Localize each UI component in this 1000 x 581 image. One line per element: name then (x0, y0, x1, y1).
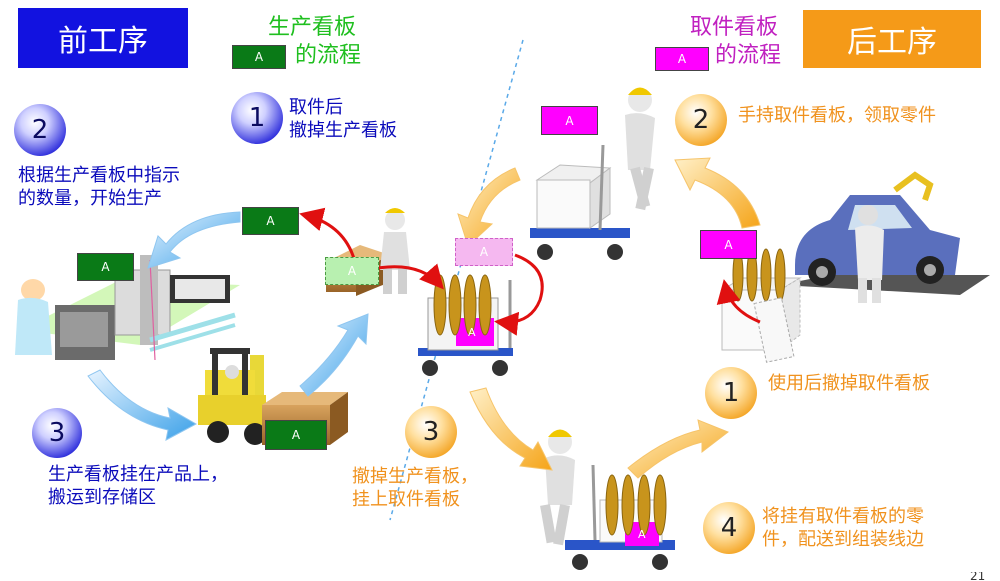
left-step-number: 1 (248, 103, 266, 133)
red-arrow-to-green-card (299, 207, 357, 263)
right-step-number: 2 (692, 105, 710, 135)
right-step-number: 1 (722, 378, 740, 408)
legend-right-line2: 的流程 (715, 43, 782, 68)
green-kanban-card-forklift: A (265, 420, 327, 450)
header-left-label: 前工序 (58, 24, 148, 59)
header-left-box: 前工序 (18, 8, 188, 68)
header-right-label: 后工序 (847, 25, 937, 60)
green-card-label: A (347, 264, 357, 278)
right-step-2-line1: 手持取件看板，领取零件 (738, 105, 936, 126)
legend-left-line2: 的流程 (295, 43, 362, 68)
red-arrow-pink-to-cart (494, 253, 544, 336)
legend-right-card-label: A (677, 52, 687, 66)
top-cart-worker (530, 87, 655, 260)
left-step-number: 2 (31, 115, 49, 145)
left-step-3-text: 生产看板挂在产品上， 搬运到存储区 (48, 463, 228, 509)
blue-arrow-to-store (299, 313, 369, 397)
left-step-1-line2: 撤掉生产看板 (289, 120, 397, 141)
pink-kanban-card-on-bin-mid: A (468, 326, 476, 339)
pink-card-label: A (638, 528, 646, 541)
left-step-2-line1: 根据生产看板中指示 (18, 165, 180, 186)
left-step-3-line1: 生产看板挂在产品上， (48, 464, 228, 485)
right-step-4-text: 将挂有取件看板的零 件，配送到组装线边 (762, 505, 924, 551)
pink-kanban-card-bin: A (700, 230, 757, 259)
pink-card-label: A (724, 237, 733, 252)
orange-arrow-bottom-right (627, 419, 730, 479)
right-step-number: 3 (422, 417, 440, 447)
orange-arrow-top-left (457, 167, 521, 247)
page-number: 21 (970, 572, 986, 581)
legend-left-card-label: A (254, 50, 264, 64)
left-step-3-badge: 3 (32, 408, 82, 458)
legend-left-card: A (232, 45, 286, 69)
green-kanban-card-top: A (242, 207, 299, 235)
car-assembly (780, 171, 990, 303)
red-arrow-to-cart (377, 263, 444, 290)
red-arrow-bin-up (716, 279, 761, 324)
right-step-4-badge: 4 (703, 502, 755, 554)
right-step-4-line1: 将挂有取件看板的零 (762, 506, 924, 527)
pink-card-label: A (565, 113, 574, 128)
right-step-1-line1: 使用后撤掉取件看板 (768, 373, 930, 394)
right-step-4-line2: 件，配送到组装线边 (762, 529, 924, 550)
green-card-label: A (101, 260, 110, 274)
left-step-2-text: 根据生产看板中指示 的数量，开始生产 (18, 164, 180, 210)
right-step-3-line1: 撤掉生产看板， (352, 466, 478, 487)
orange-arrow-bottom-left (469, 387, 553, 471)
left-step-3-line2: 搬运到存储区 (48, 487, 156, 508)
orange-arrow-top-right (674, 157, 761, 229)
green-card-label: A (266, 214, 275, 228)
right-step-2-text: 手持取件看板，领取零件 (738, 104, 936, 127)
green-card-label: A (291, 428, 301, 442)
left-step-1-line1: 取件后 (289, 97, 343, 118)
left-step-1-badge: 1 (231, 92, 283, 144)
pink-kanban-card-on-bin-bottom: A (638, 528, 646, 541)
blue-arrow-to-forklift (87, 369, 198, 441)
bottom-cart-worker (540, 429, 675, 570)
pink-card-label: A (479, 245, 489, 259)
left-step-2-badge: 2 (14, 104, 66, 156)
right-step-3-badge: 3 (405, 406, 457, 458)
right-step-1-text: 使用后撤掉取件看板 (768, 372, 930, 395)
right-step-1-badge: 1 (705, 367, 757, 419)
right-step-number: 4 (720, 513, 738, 543)
left-step-2-line2: 的数量，开始生产 (18, 188, 162, 209)
left-step-1-text: 取件后 撤掉生产看板 (289, 96, 397, 142)
right-step-3-line2: 挂上取件看板 (352, 489, 460, 510)
right-step-2-badge: 2 (675, 94, 727, 146)
pink-kanban-card-top: A (541, 106, 598, 135)
blue-arrow-to-machine (147, 211, 241, 269)
header-right-box: 后工序 (803, 10, 981, 68)
legend-right-card: A (655, 47, 709, 71)
legend-left-line1: 生产看板 (268, 15, 357, 40)
legend-right-line1: 取件看板 (690, 15, 779, 40)
pink-card-label: A (468, 326, 476, 339)
right-step-3-text: 撤掉生产看板， 挂上取件看板 (352, 465, 478, 511)
middle-cart (418, 274, 513, 376)
left-step-number: 3 (48, 418, 66, 448)
green-kanban-card-machine: A (77, 253, 134, 281)
green-kanban-card-pale: A (325, 257, 379, 285)
pink-kanban-card-pale: A (455, 238, 513, 266)
